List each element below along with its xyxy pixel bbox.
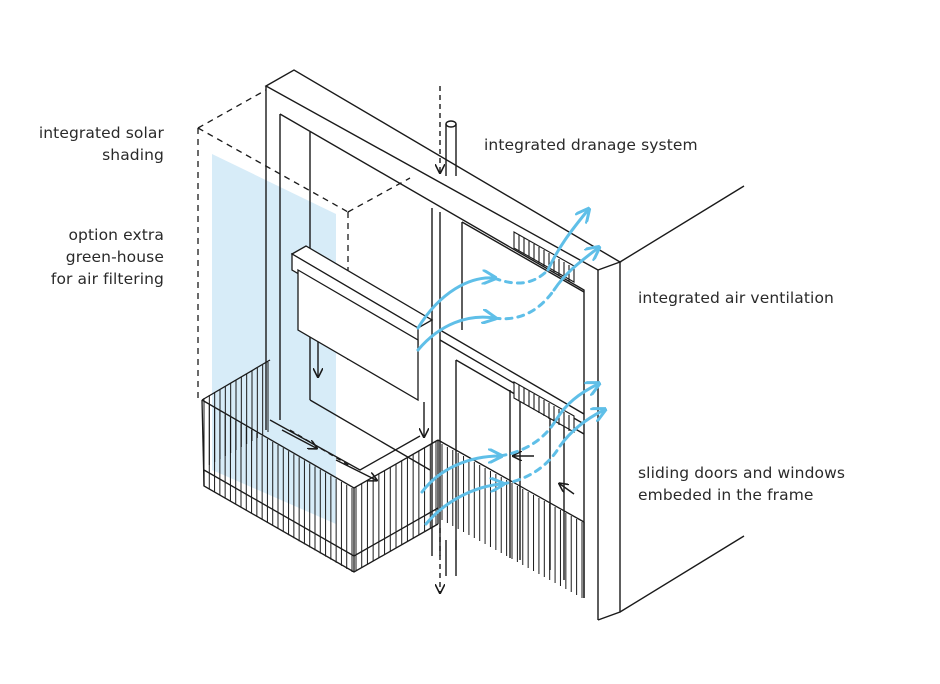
label-drainage: integrated dranage system	[484, 136, 698, 154]
label-sliding-doors: sliding doors and windows embeded in the…	[638, 464, 846, 504]
drainage-flow-arrows	[281, 86, 575, 592]
shading-roller	[290, 245, 434, 402]
label-solar-shading: integrated solar shading	[38, 124, 164, 164]
label-greenhouse: option extra green-house for air filteri…	[50, 226, 164, 288]
air-flow-arrows	[416, 210, 604, 526]
label-air-ventilation: integrated air ventilation	[638, 289, 834, 307]
vent-grille-upper	[513, 231, 575, 283]
balcony-railings	[203, 362, 583, 598]
